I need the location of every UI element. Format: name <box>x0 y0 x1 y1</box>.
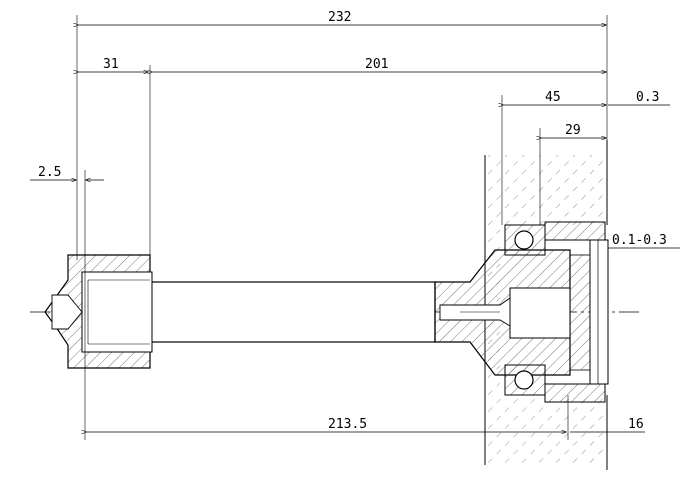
dim-bearing-seat: 45 <box>545 90 561 105</box>
dim-flange: 16 <box>628 417 644 432</box>
extension-lines <box>76 15 608 440</box>
dim-bottom-length: 213.5 <box>328 417 367 432</box>
dim-inner-seat: 29 <box>565 123 581 138</box>
dim-washer-gap: 0.1-0.3 <box>612 233 667 248</box>
dim-right-section: 201 <box>365 57 388 72</box>
bearing-top <box>504 224 546 256</box>
dimension-lines <box>30 25 680 432</box>
end-cap <box>544 221 609 403</box>
dim-overall-length: 232 <box>328 10 351 25</box>
shaft <box>44 249 571 376</box>
dim-groove: 2.5 <box>38 165 61 180</box>
dim-gap-top: 0.3 <box>636 90 659 105</box>
bearing-bottom <box>504 364 546 396</box>
dim-left-section: 31 <box>103 57 119 72</box>
